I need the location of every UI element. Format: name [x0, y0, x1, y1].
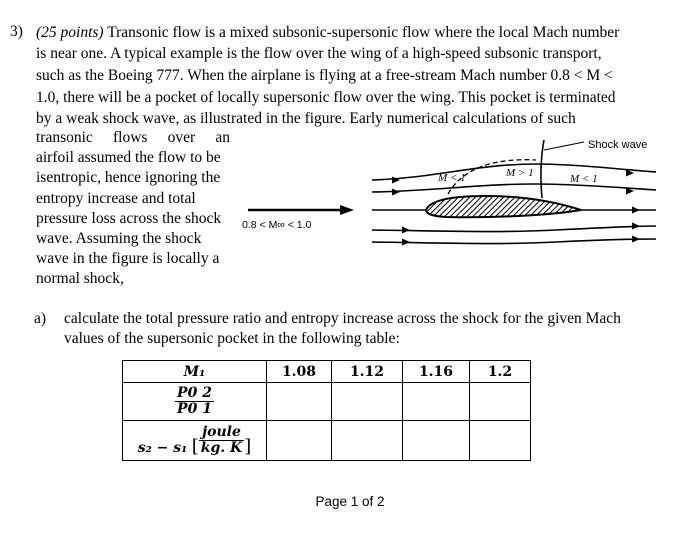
mach-label-pocket: M > 1: [505, 167, 534, 179]
word-1: transonic: [36, 129, 93, 146]
question-line-4: 1.0, there will be a pocket of locally s…: [36, 89, 616, 106]
answer-cell[interactable]: [469, 382, 531, 421]
pressure-ratio-fraction: P0 2 P0 1: [175, 386, 214, 417]
mach-label-downstream: M < 1: [569, 173, 598, 185]
mach-value-cell: 1.08: [266, 360, 332, 383]
word-4: an: [215, 129, 230, 146]
answer-cell[interactable]: [331, 420, 403, 461]
answer-cell[interactable]: [331, 382, 403, 421]
word-2: flows: [113, 129, 148, 146]
bracket-left: [: [191, 435, 199, 457]
left-line-7: normal shock,: [36, 270, 124, 287]
mach-label-upstream: M < 1: [437, 172, 466, 184]
bracket-right: ]: [244, 435, 252, 457]
answer-cell[interactable]: [469, 420, 531, 461]
ratio-denominator: P0 1: [177, 401, 212, 417]
unit-denominator: kg. K: [200, 439, 243, 456]
question-line-3: such as the Boeing 777. When the airplan…: [36, 67, 613, 84]
left-line-4: pressure loss across the shock: [36, 210, 222, 227]
table-row-entropy: s₂ − s₁ [ joule kg. K ]: [122, 420, 531, 461]
freestream-arrow: [248, 205, 354, 215]
answer-cell[interactable]: [402, 420, 470, 461]
question-line-2: is near one. A typical example is the fl…: [36, 44, 656, 64]
transonic-airfoil-figure: 0.8 < M∞ < 1.0 Shock wave M < 1 M > 1 M …: [242, 139, 657, 246]
points-label: (25 points): [36, 24, 104, 41]
ratio-numerator: P0 2: [175, 385, 214, 402]
left-line-transonic: transonic flows over an: [36, 128, 230, 148]
page-number: Page 1 of 2: [315, 494, 385, 509]
left-line-1: airfoil assumed the flow to be: [36, 149, 221, 166]
mach-symbol: M₁: [183, 363, 206, 380]
unit-numerator: joule: [198, 424, 245, 441]
table-row-pressure-ratio: P0 2 P0 1: [122, 382, 531, 421]
pressure-ratio-header-cell: P0 2 P0 1: [122, 382, 267, 421]
left-line-6: wave in the figure is locally a: [36, 250, 220, 267]
entropy-unit-fraction: joule kg. K: [198, 424, 245, 456]
left-line-3: entropy increase and total: [36, 190, 196, 207]
mach-value-cell: 1.12: [331, 360, 403, 383]
results-table: M₁ 1.08 1.12 1.16 1.2 P0 2 P0 1 s₂ − s₁ …: [122, 360, 531, 461]
part-a-label: a): [34, 310, 47, 327]
mach-value-cell: 1.2: [469, 360, 531, 383]
left-line-2: isentropic, hence ignoring the: [36, 169, 221, 186]
question-number: 3): [10, 23, 23, 40]
question-line-1: (25 points) Transonic flow is a mixed su…: [36, 23, 619, 43]
shock-wave-label: Shock wave: [588, 139, 647, 151]
entropy-header-cell: s₂ − s₁ [ joule kg. K ]: [122, 420, 267, 461]
table-row-mach: M₁ 1.08 1.12 1.16 1.2: [122, 360, 531, 383]
shock-wave-line: [540, 139, 545, 199]
shock-leader-line: [543, 141, 585, 151]
mach-header-cell: M₁: [122, 360, 267, 383]
part-a-text: calculate the total pressure ratio and e…: [64, 310, 621, 347]
word-3: over: [167, 129, 196, 146]
answer-cell[interactable]: [266, 382, 332, 421]
streamline-arrowheads: [392, 169, 640, 246]
mach-value-cell: 1.16: [402, 360, 470, 383]
airfoil-shape: [424, 194, 582, 219]
answer-cell[interactable]: [266, 420, 332, 461]
streamlines: [371, 163, 657, 245]
freestream-label: 0.8 < M∞ < 1.0: [242, 219, 312, 231]
answer-cell[interactable]: [402, 382, 470, 421]
question-line-2-text: is near one. A typical example is the fl…: [36, 45, 602, 62]
question-line-1-text: Transonic flow is a mixed subsonic-super…: [107, 24, 620, 41]
entropy-symbol: s₂ − s₁: [137, 439, 188, 456]
left-line-5: wave. Assuming the shock: [36, 230, 202, 247]
question-line-5: by a weak shock wave, as illustrated in …: [36, 110, 576, 127]
sonic-boundary: [447, 159, 537, 195]
